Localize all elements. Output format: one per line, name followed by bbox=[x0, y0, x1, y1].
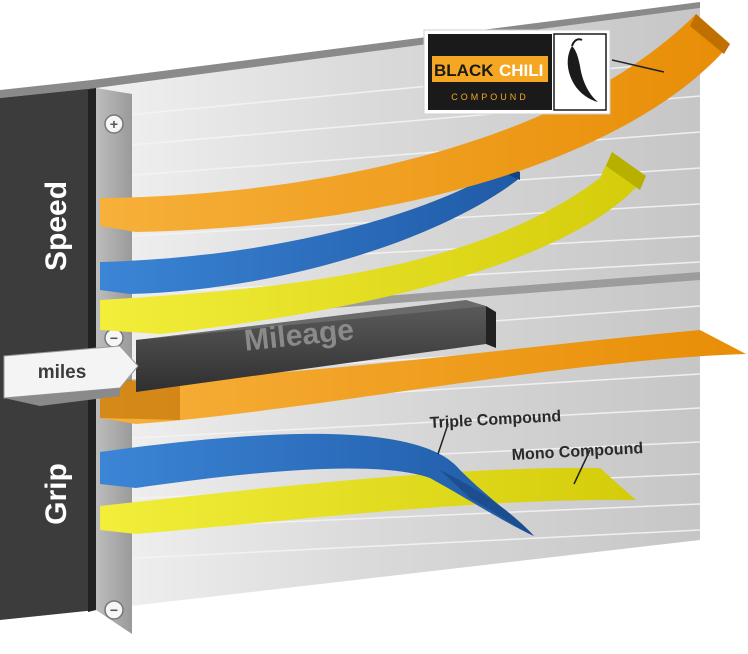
speed-black-chili-ribbon bbox=[100, 14, 730, 232]
speed-mono-compound-ribbon bbox=[100, 152, 646, 334]
mileage-bar-end bbox=[486, 306, 496, 348]
grip-triple-compound-ribbon-shadow bbox=[440, 470, 534, 536]
grip-minus-marker: − bbox=[104, 600, 124, 620]
speed-triple-compound-ribbon bbox=[100, 166, 520, 294]
miles-unit-label: miles bbox=[38, 362, 87, 383]
speed-minus-symbol: − bbox=[110, 330, 118, 346]
chili-stem-icon bbox=[571, 38, 583, 47]
grip-minus-symbol: − bbox=[110, 602, 118, 618]
grip-axis-label: Grip bbox=[40, 463, 73, 525]
speed-minus-marker: − bbox=[104, 328, 124, 348]
logo-chili-text: CHILI bbox=[499, 61, 543, 80]
speed-plus-symbol: + bbox=[110, 116, 118, 132]
speed-axis-label: Speed bbox=[40, 181, 73, 271]
grip-triple-compound-ribbon bbox=[100, 433, 534, 536]
mono-callout-line bbox=[573, 449, 591, 485]
triple-callout-line bbox=[437, 423, 449, 455]
triple-compound-callout: Triple Compound bbox=[429, 408, 561, 432]
mono-compound-callout: Mono Compound bbox=[511, 440, 643, 464]
black-chili-compound-logo: BLACK CHILI COMPOUND bbox=[423, 29, 665, 115]
miles-arrow-depth bbox=[4, 388, 120, 406]
chili-pepper-icon bbox=[567, 46, 598, 102]
speed-black-chili-ribbon-edge bbox=[690, 14, 730, 54]
miles-arrow bbox=[3, 345, 139, 399]
grip-black-chili-ribbon bbox=[100, 330, 746, 424]
logo-black-text: BLACK bbox=[434, 61, 494, 80]
logo-compound-text: COMPOUND bbox=[451, 92, 529, 102]
speed-mono-compound-ribbon-edge bbox=[606, 152, 646, 190]
panel-top-bevel bbox=[0, 2, 700, 98]
speed-plus-marker: + bbox=[104, 114, 124, 134]
grip-mono-compound-ribbon bbox=[100, 467, 636, 534]
logo-callout-line bbox=[611, 59, 665, 73]
mileage-bar bbox=[136, 306, 486, 392]
